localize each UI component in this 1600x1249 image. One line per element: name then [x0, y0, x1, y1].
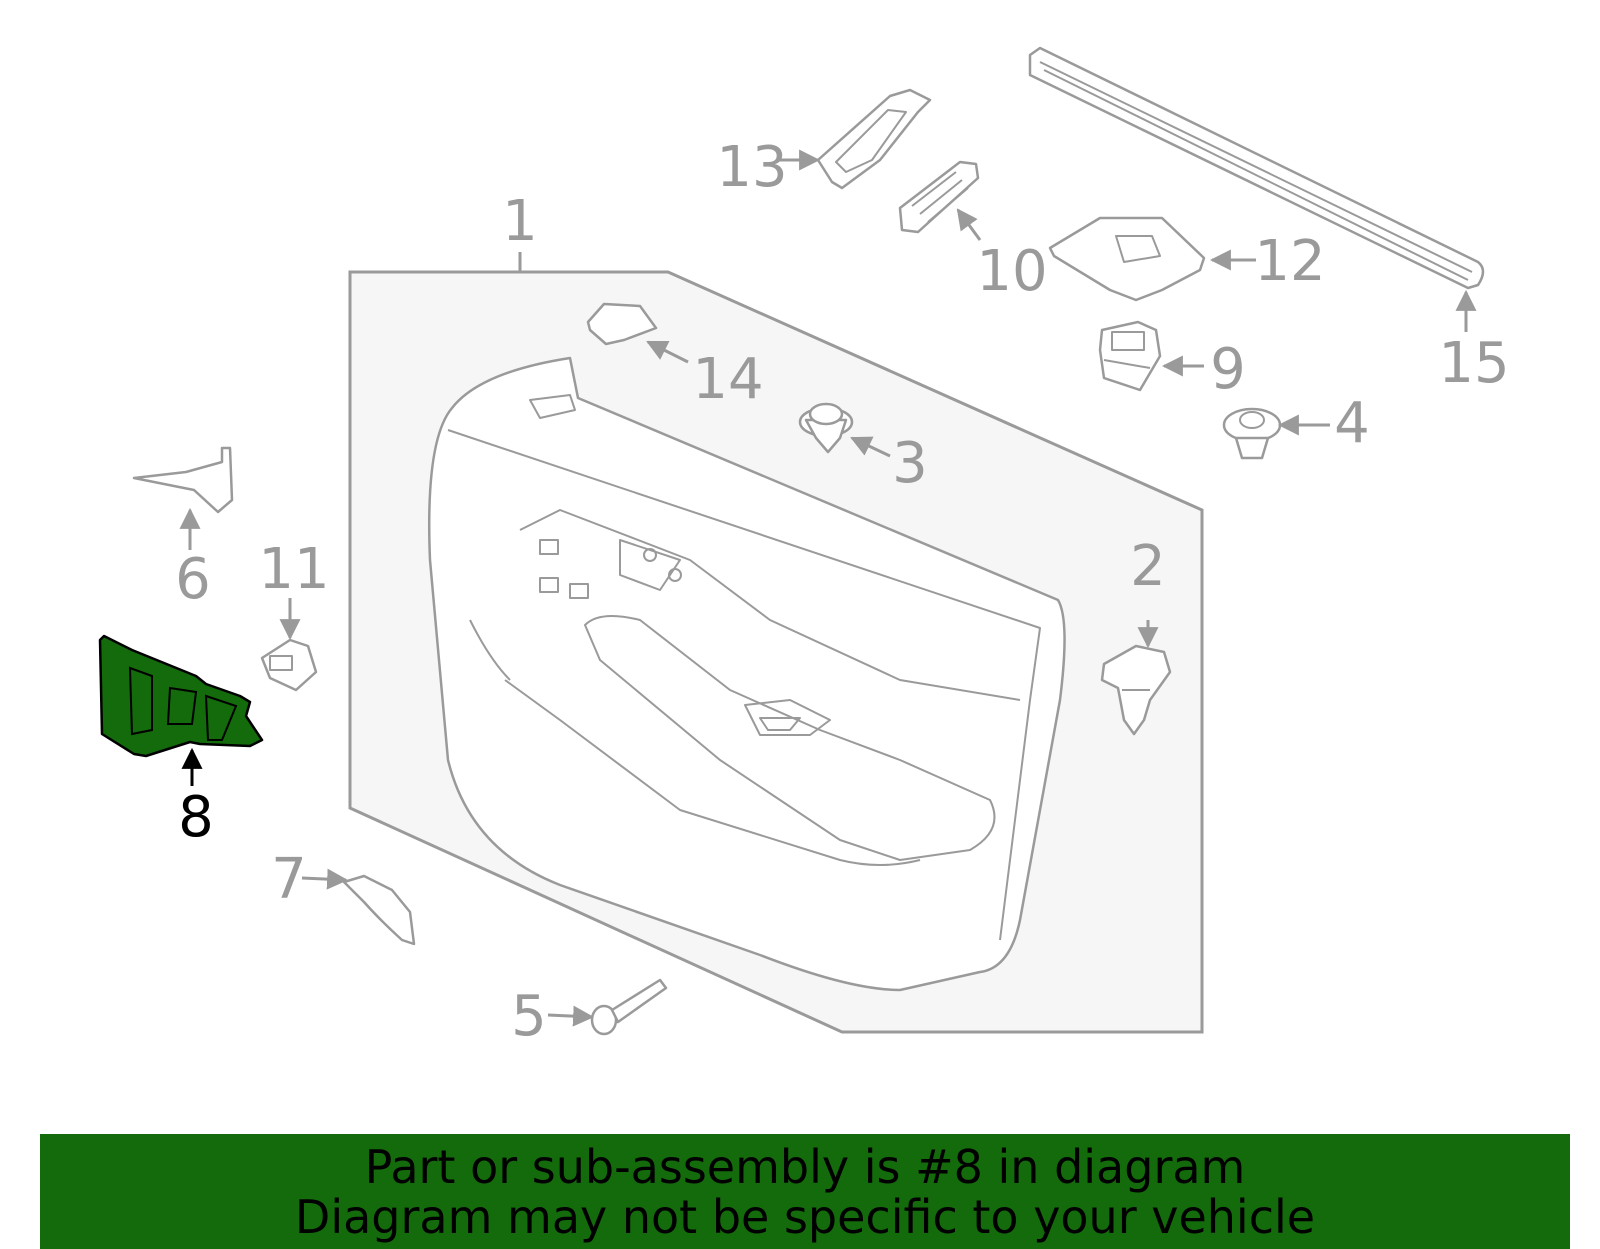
- callout-3: 3: [892, 431, 928, 496]
- callout-8: 8: [178, 785, 214, 850]
- part-14-clip: [586, 302, 658, 346]
- callout-14: 14: [692, 347, 763, 412]
- part-1-door-trim-panel: [348, 270, 1204, 1034]
- part-2-retainer: [1100, 644, 1172, 736]
- callout-15: 15: [1438, 331, 1509, 396]
- callout-5: 5: [511, 984, 547, 1049]
- part-13-switch-bezel: [816, 88, 932, 190]
- part-15-weatherstrip: [1028, 46, 1485, 290]
- callout-11: 11: [258, 537, 329, 602]
- part-5-bolt: [590, 978, 668, 1036]
- callout-13: 13: [716, 135, 787, 200]
- banner-line-1: Part or sub-assembly is #8 in diagram: [364, 1139, 1246, 1194]
- part-8-highlighted-bezel: [98, 634, 264, 758]
- callout-12: 12: [1254, 229, 1325, 294]
- callout-4: 4: [1334, 391, 1370, 456]
- part-3-push-fastener: [798, 402, 854, 454]
- part-4-clip: [1222, 407, 1282, 460]
- callout-9: 9: [1210, 337, 1246, 402]
- callout-6: 6: [175, 547, 211, 612]
- part-6-bracket: [132, 446, 234, 514]
- callout-1: 1: [502, 189, 538, 254]
- part-12-switch-panel: [1048, 216, 1206, 302]
- part-10-window-switch: [898, 160, 980, 234]
- callout-7: 7: [271, 847, 307, 912]
- part-11-switch: [260, 638, 318, 692]
- part-9-switch: [1098, 320, 1162, 392]
- callout-labels: 1 2 3 4 5 6 7 8 9 10 11 12 13 14 15: [175, 135, 1509, 1049]
- part-7-trim-piece: [342, 874, 416, 946]
- callout-10: 10: [976, 239, 1047, 304]
- callout-arrows: [179, 149, 1477, 1027]
- callout-2: 2: [1130, 534, 1166, 599]
- banner-line-2: Diagram may not be specific to your vehi…: [294, 1189, 1316, 1244]
- info-banner: Part or sub-assembly is #8 in diagram Di…: [40, 1134, 1570, 1249]
